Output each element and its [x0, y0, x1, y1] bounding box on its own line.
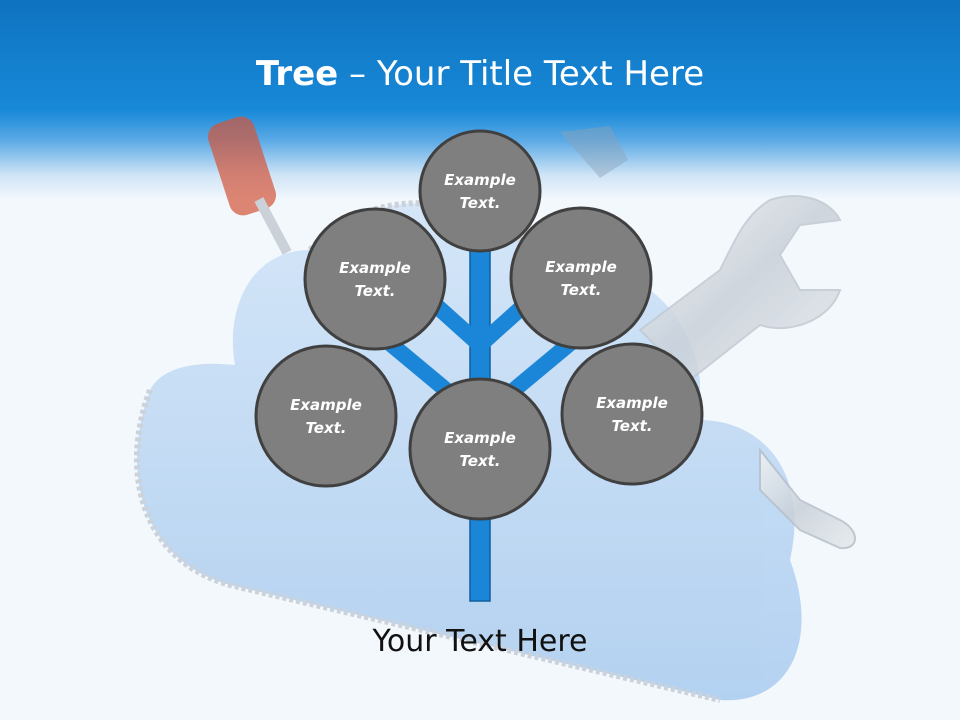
title-rest: Your Title Text Here [376, 54, 705, 94]
hammer-icon [560, 126, 628, 178]
title-dash: – [338, 54, 377, 94]
node-lower-left-line1: Example [290, 396, 362, 414]
node-top-line2: Text. [459, 194, 500, 212]
zipper-pull-icon [759, 447, 856, 550]
wrench-icon [638, 195, 842, 382]
node-lower-right-line1: Example [596, 394, 668, 412]
node-upper-left-line1: Example [339, 259, 411, 277]
footer-text: Your Text Here [372, 624, 588, 659]
node-upper-right-line1: Example [545, 258, 617, 276]
tree-node-upper-right: Example Text. [509, 206, 653, 350]
node-center-line1: Example [444, 429, 516, 447]
node-upper-right-line2: Text. [560, 281, 601, 299]
node-top-line1: Example [444, 171, 516, 189]
title-bold: Tree [255, 54, 339, 94]
node-lower-left-line2: Text. [305, 419, 346, 437]
tree-node-upper-left: Example Text. [303, 207, 447, 351]
node-upper-left-line2: Text. [354, 282, 395, 300]
node-center-line2: Text. [459, 452, 500, 470]
screwdriver-icon [207, 116, 292, 255]
tree-node-lower-left: Example Text. [254, 344, 398, 488]
node-lower-right-line2: Text. [611, 417, 652, 435]
tree-node-lower-right: Example Text. [560, 342, 704, 486]
tree-node-top: Example Text. [418, 129, 542, 253]
page-title: Tree – Your Title Text Here [0, 52, 960, 96]
tree-node-center: Example Text. [408, 377, 552, 521]
